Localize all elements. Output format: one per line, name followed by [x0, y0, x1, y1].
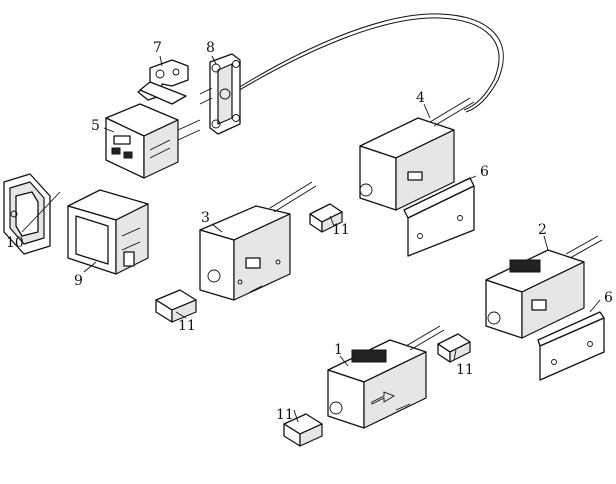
- fitting-11-a: [309, 203, 343, 233]
- callout-5: 5: [91, 118, 100, 134]
- callout-11-d: 11: [276, 407, 294, 423]
- callout-11-b: 11: [178, 318, 196, 334]
- callout-4: 4: [416, 90, 425, 106]
- fitting-11-b: [155, 289, 197, 323]
- part-7-bracket: [137, 59, 189, 105]
- callout-6-lower: 6: [604, 290, 613, 306]
- part-3-sensor-unit: [199, 181, 317, 301]
- callout-6-upper: 6: [480, 164, 489, 180]
- long-cable: [237, 13, 504, 113]
- callout-11-c: 11: [456, 362, 474, 378]
- part-4-sensor: [359, 97, 475, 211]
- callout-10: 10: [6, 235, 24, 251]
- callout-8: 8: [206, 40, 215, 56]
- callout-11-a: 11: [332, 222, 350, 238]
- leader-lines: [21, 55, 601, 423]
- part-5-cube-module: [105, 103, 201, 179]
- long-cable-inner: [235, 17, 500, 111]
- part-2-sensor: [485, 235, 603, 339]
- callout-3: 3: [201, 210, 210, 226]
- callout-1: 1: [334, 342, 343, 358]
- part-6-bracket-upper: [403, 177, 475, 257]
- callout-9: 9: [74, 273, 83, 289]
- callout-7: 7: [153, 40, 162, 56]
- part-9-housing: [67, 189, 149, 275]
- part-6-bracket-lower: [537, 311, 605, 381]
- fitting-11-c: [437, 333, 471, 363]
- part-8-mounting-plate: [199, 53, 241, 135]
- fitting-11-d: [283, 413, 323, 447]
- callout-2: 2: [538, 222, 547, 238]
- part-1-sensor: [327, 325, 445, 429]
- part-10-frame-cover: [3, 173, 51, 255]
